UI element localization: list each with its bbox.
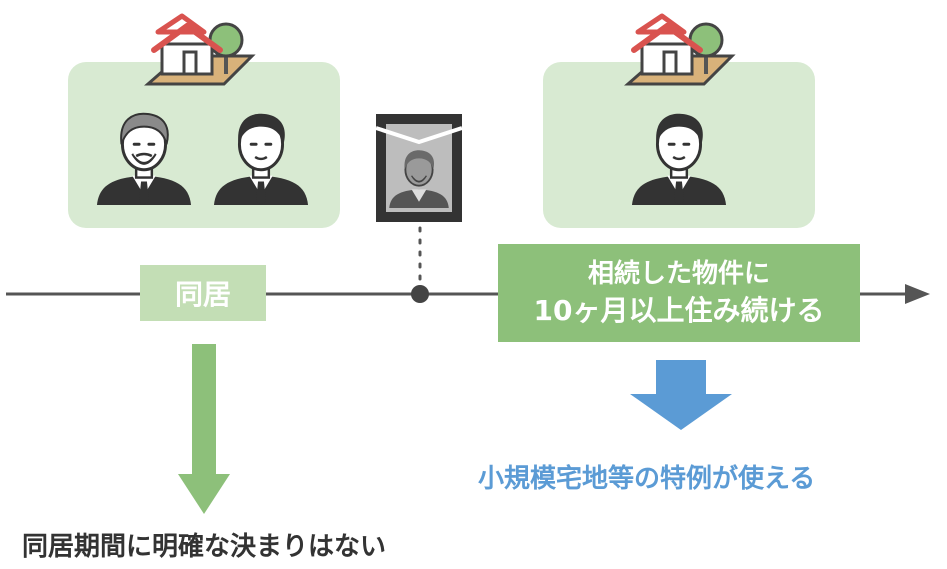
cohabitation-label-text: 同居 <box>174 278 231 311</box>
cohabitation-caption: 同居期間に明確な決まりはない <box>22 532 387 562</box>
down-arrow-blue <box>630 360 732 430</box>
memorial-portrait-icon <box>375 114 463 222</box>
down-arrow-green <box>178 344 230 514</box>
residency-label-line2: 10ヶ月以上住み続ける <box>533 293 825 327</box>
residency-label-line1: 相続した物件に <box>587 258 770 289</box>
house-icon <box>620 10 742 94</box>
person-icon <box>212 112 310 207</box>
special-provision-caption: 小規模宅地等の特例が使える <box>478 464 816 494</box>
house-icon <box>140 10 262 94</box>
person-elderly-icon <box>95 112 193 207</box>
person-icon <box>630 112 728 207</box>
event-marker <box>411 226 429 303</box>
residency-requirement-label: 相続した物件に 10ヶ月以上住み続ける <box>498 244 860 342</box>
cohabitation-label: 同居 <box>140 265 266 321</box>
